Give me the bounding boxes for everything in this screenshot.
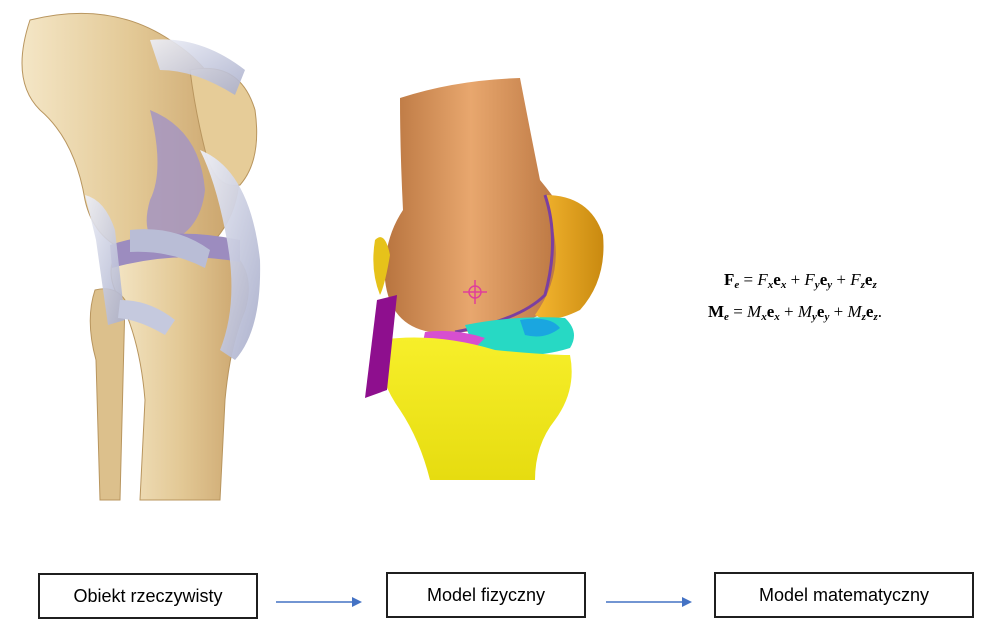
step-real-object: Obiekt rzeczywisty [38, 573, 258, 619]
step-physical-model-label: Model fizyczny [427, 585, 545, 606]
step-mathematical-model: Model matematyczny [714, 572, 974, 618]
knee-anatomy-illustration [0, 0, 300, 520]
step-physical-model: Model fizyczny [386, 572, 586, 618]
flow-arrow-2 [606, 592, 692, 612]
force-equation: Fe = Fxex + Fyey + Fzez [724, 270, 877, 291]
equations-block: Fe = Fxex + Fyey + Fzez Me = Mxex + Myey… [700, 262, 990, 352]
moment-equation: Me = Mxex + Myey + Mzez. [708, 302, 882, 323]
tibia-bone [111, 250, 248, 500]
flow-arrow-1 [276, 592, 362, 612]
knee-3d-model [345, 70, 625, 490]
tibia-model [379, 338, 572, 480]
step-real-object-label: Obiekt rzeczywisty [73, 586, 222, 607]
step-mathematical-model-label: Model matematyczny [759, 585, 929, 606]
